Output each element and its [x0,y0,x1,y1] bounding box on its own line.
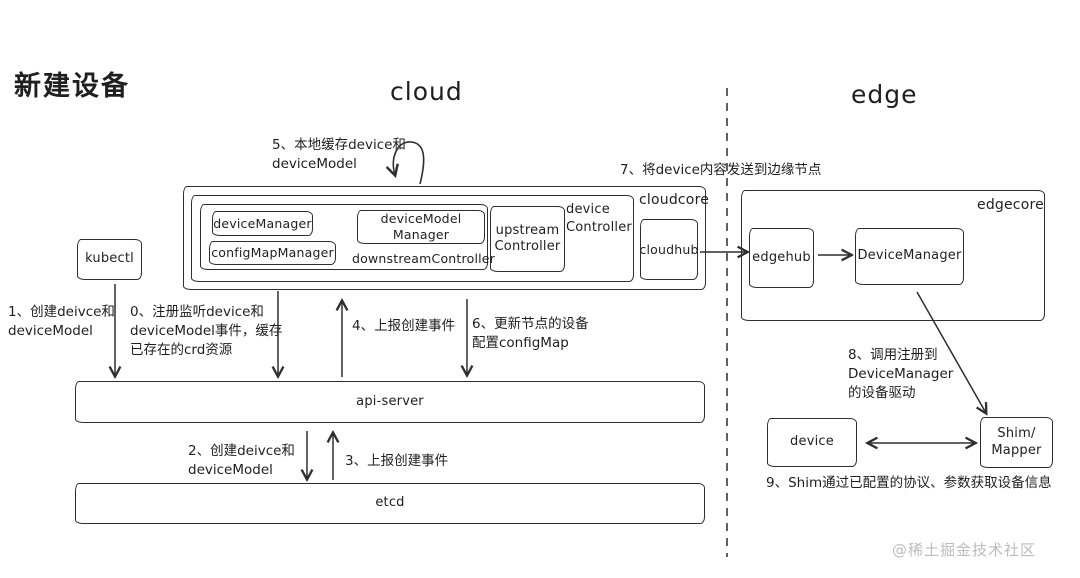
device-label: device [790,434,834,450]
annotation-step1: 1、创建deivce和 deviceModel [8,304,115,339]
device-controller-label: device Controller [566,202,632,236]
cloudhub-box: cloudhub [639,219,699,280]
edge-device-manager-label: DeviceManager [857,248,962,264]
cloudhub-label: cloudhub [639,241,699,257]
annotation-step9: 9、Shim通过已配置的协议、参数获取设备信息 [766,475,1052,491]
api-server-label: api-server [356,393,424,409]
watermark: @稀土掘金技术社区 [892,541,1037,559]
cloudcore-box [183,186,706,290]
cloudcore-label: cloudcore [639,192,710,208]
etcd-box: etcd [75,483,705,524]
api-server-box: api-server [75,381,705,423]
annotation-step4: 4、上报创建事件 [352,318,456,334]
shim-mapper-box: Shim/ Mapper [980,417,1053,468]
upstream-controller-label: upstream Controller [494,222,561,254]
edgehub-label: edgehub [752,249,811,265]
annotation-step8: 8、调用注册到 DeviceManager 的设备驱动 [848,347,954,401]
annotation-step3: 3、上报创建事件 [345,453,449,469]
etcd-label: etcd [375,495,405,511]
edgehub-box: edgehub [749,228,814,288]
edge-device-manager-box: DeviceManager [855,228,964,285]
annotation-step0: 0、注册监听device和 deviceModel事件，缓存 已存在的crd资源 [130,304,283,358]
upstream-controller-box: upstream Controller [490,206,565,272]
shim-mapper-label: Shim/ Mapper [991,426,1042,458]
device-manager-box: deviceManager [212,211,313,236]
device-box: device [767,418,857,467]
edgecore-label: edgecore [977,197,1044,213]
devicemodel-manager-box: deviceModel Manager [357,210,485,244]
device-controller-box [191,195,634,282]
edge-section-label: edge [851,80,918,109]
kubectl-label: kubectl [85,251,134,267]
downstream-controller-box [200,204,488,270]
cloud-section-label: cloud [390,77,463,106]
configmap-manager-box: configMapManager [209,241,336,265]
kubectl-box: kubectl [77,239,142,280]
downstream-controller-label: downstreamController [352,251,496,266]
annotation-step2: 2、创建deivce和 deviceModel [188,443,295,478]
page-title: 新建设备 [14,71,130,102]
configmap-manager-label: configMapManager [211,245,334,261]
annotation-step6: 6、更新节点的设备 配置configMap [472,316,589,351]
device-manager-label: deviceManager [213,215,312,231]
annotation-step5: 5、本地缓存device和 deviceModel [272,137,406,172]
devicemodel-manager-label: deviceModel Manager [380,211,462,242]
annotation-step7: 7、将device内容发送到边缘节点 [620,162,822,178]
